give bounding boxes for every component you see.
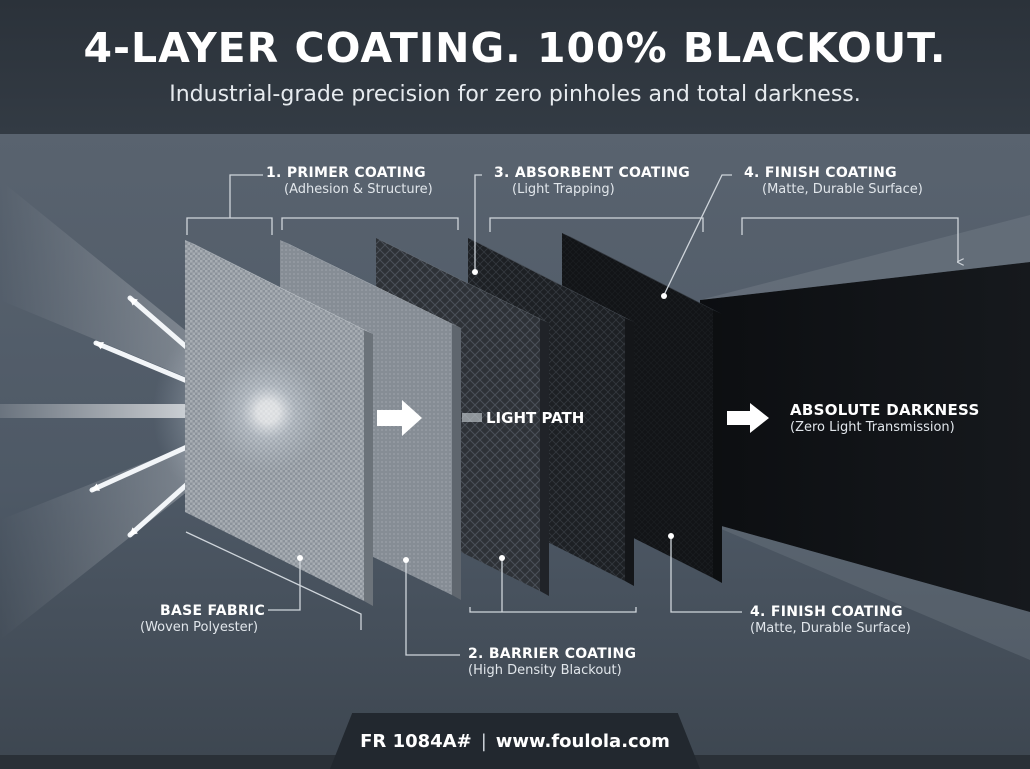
darkness-edge-light [700,215,1030,300]
leader-lines [185,174,958,656]
label-finish-top-sub: (Matte, Durable Surface) [762,182,923,197]
label-finish-coating-top: 4. FINISH COATING (Matte, Durable Surfac… [744,165,923,197]
base-fabric-panel [185,240,373,606]
label-finish-bottom-title: 4. FINISH COATING [750,604,903,620]
label-light-path: LIGHT PATH [486,409,585,427]
label-absorbent-title: 3. ABSORBENT COATING [494,165,691,181]
label-absorbent-coating: 3. ABSORBENT COATING (Light Trapping) [494,165,690,197]
darkness-arrow [727,403,769,433]
through-arrows [377,400,769,436]
label-base-title: BASE FABRIC [160,603,266,619]
label-finish-bottom-sub: (Matte, Durable Surface) [750,621,911,636]
leader-dots [297,269,674,563]
label-finish-top-title: 4. FINISH COATING [744,165,897,181]
label-absorbent-sub: (Light Trapping) [512,182,615,197]
footer-text: FR 1084A# | www.foulola.com [330,731,700,752]
label-darkness-title: ABSOLUTE DARKNESS [790,401,980,419]
footer-separator: | [480,731,487,752]
footer-website: www.foulola.com [495,731,670,752]
darkness-zone [700,262,1030,612]
label-base-fabric: BASE FABRIC (Woven Polyester) [140,603,265,635]
label-base-sub: (Woven Polyester) [140,620,259,635]
label-barrier-title: 2. BARRIER COATING [468,646,637,662]
subheadline: Industrial-grade precision for zero pinh… [169,82,861,107]
label-primer-title: 1. PRIMER COATING [266,165,426,181]
label-barrier-coating: 2. BARRIER COATING (High Density Blackou… [468,646,636,678]
label-primer-coating: 1. PRIMER COATING (Adhesion & Structure) [266,165,433,197]
footer-model: FR 1084A# [360,731,472,752]
label-barrier-sub: (High Density Blackout) [468,663,622,678]
label-finish-coating-bottom: 4. FINISH COATING (Matte, Durable Surfac… [750,604,911,636]
label-absolute-darkness: ABSOLUTE DARKNESS (Zero Light Transmissi… [790,401,980,435]
headline: 4-LAYER COATING. 100% BLACKOUT. [83,24,947,72]
header-bar: 4-LAYER COATING. 100% BLACKOUT. Industri… [0,0,1030,134]
label-darkness-sub: (Zero Light Transmission) [790,420,955,435]
darkness-edge-light-bottom [700,520,1030,660]
light-path-arrow [377,400,422,436]
label-primer-sub: (Adhesion & Structure) [284,182,433,197]
footer-bar: FR 1084A# | www.foulola.com [330,713,700,769]
